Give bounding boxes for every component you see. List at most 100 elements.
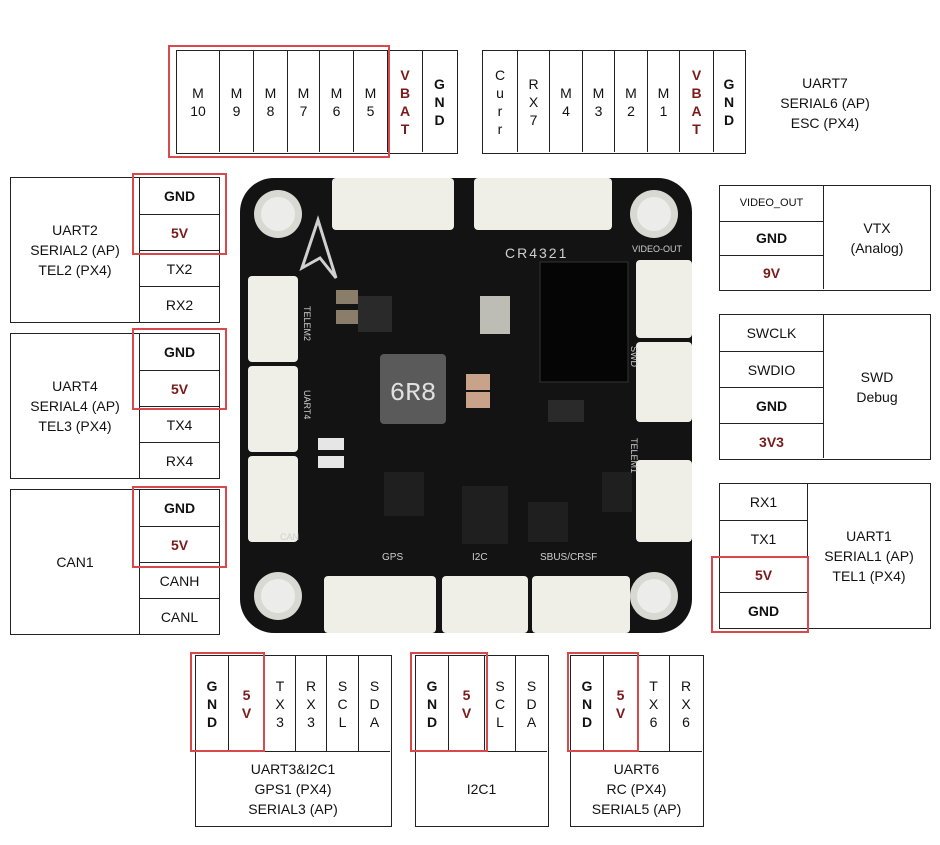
pin-gnd: GND	[139, 490, 219, 526]
pin-char: G	[581, 677, 593, 694]
connector-video	[636, 260, 692, 338]
inductor-small-1	[336, 290, 358, 304]
pin-char: 7	[299, 102, 308, 119]
uart4-line-2: SERIAL4 (AP)	[30, 397, 120, 414]
pin-char: A	[691, 102, 702, 119]
uart6-line-3: SERIAL5 (AP)	[591, 801, 682, 817]
pin-char: D	[434, 111, 445, 128]
uart3-line-3: SERIAL3 (AP)	[248, 801, 338, 817]
pin-5v: 5V	[139, 370, 219, 406]
uart7-line-1: UART7	[802, 75, 848, 91]
pin-char: D	[581, 713, 593, 730]
pin-5v: 5V	[720, 556, 807, 592]
pin-char: V	[400, 66, 410, 83]
pin-char: N	[426, 695, 438, 712]
pin-char: A	[369, 713, 380, 730]
uart7-line-3: ESC (PX4)	[790, 115, 860, 131]
uart1-line-1: UART1	[846, 527, 892, 544]
uart1-label: UART1 SERIAL1 (AP) TEL1 (PX4)	[807, 484, 930, 627]
uart4-line-3: TEL3 (PX4)	[38, 417, 112, 434]
pin-char: 8	[266, 102, 275, 119]
mcu-chip	[539, 261, 629, 383]
uart3-label: UART3&I2C1 GPS1 (PX4) SERIAL3 (AP)	[196, 751, 390, 826]
vtx-line-2: (Analog)	[850, 239, 904, 256]
pin-char: r	[497, 102, 503, 119]
pin-swdio: SWDIO	[720, 351, 823, 387]
pin-char: S	[337, 677, 348, 694]
silk-gps: GPS	[382, 552, 403, 563]
pin-char: L	[338, 713, 347, 730]
uart2-line-2: SERIAL2 (AP)	[30, 241, 120, 258]
pin-char: X	[306, 695, 316, 712]
pin-char: M	[560, 84, 572, 101]
pin-char: T	[275, 677, 285, 694]
i2c1-label: I2C1	[416, 751, 547, 826]
pin-gnd: GND	[720, 220, 823, 256]
uart2-label: UART2 SERIAL2 (AP) TEL2 (PX4)	[11, 178, 139, 321]
silk-telem1: TELEM1	[629, 438, 639, 473]
silk-can: CAN	[280, 532, 299, 542]
pin-5v: 5V	[139, 526, 219, 562]
uart6-label: UART6 RC (PX4) SERIAL5 (AP)	[571, 751, 702, 826]
pin-char: R	[528, 75, 539, 92]
pin-rx4: RX4	[139, 442, 219, 478]
pin-char: M	[364, 84, 377, 101]
ic-b	[462, 486, 508, 544]
connector-gps	[324, 576, 436, 633]
pin-char: G	[426, 677, 438, 694]
pin-char: N	[206, 695, 218, 712]
pin-char: M	[297, 84, 310, 101]
uart7-label: UART7 SERIAL6 (AP) ESC (PX4)	[750, 68, 900, 138]
pin-char: 3	[307, 713, 315, 730]
can1-label: CAN1	[11, 490, 139, 633]
pin-char: B	[399, 84, 411, 101]
pin-char: S	[369, 677, 380, 694]
pin-char: G	[434, 75, 445, 92]
pin-char: R	[305, 677, 317, 694]
pin-char: A	[399, 102, 411, 119]
pin-canl: CANL	[139, 598, 219, 634]
silk-sbus: SBUS/CRSF	[540, 552, 597, 563]
pin-char: N	[581, 695, 593, 712]
pin-char: M	[592, 84, 605, 101]
pin-gnd: GND	[720, 387, 823, 423]
pin-char: 4	[562, 102, 570, 119]
ic-c	[528, 502, 568, 542]
pin-char: 9	[232, 102, 241, 119]
mounting-holes	[254, 190, 678, 620]
ic-f	[548, 400, 584, 422]
swd-line-1: SWD	[860, 368, 894, 385]
pin-char: X	[528, 93, 539, 110]
pin-char: 1	[659, 102, 668, 119]
pin-char: T	[649, 677, 658, 694]
connector-telem1	[636, 460, 692, 542]
pin-char: D	[206, 713, 218, 730]
pin-char: 5	[242, 686, 251, 703]
pin-gnd: GND	[139, 178, 219, 214]
pin-char: D	[369, 695, 380, 712]
logo-icon	[299, 215, 338, 279]
pin-rx1: RX1	[749, 494, 778, 510]
uart2-line-1: UART2	[52, 221, 98, 238]
